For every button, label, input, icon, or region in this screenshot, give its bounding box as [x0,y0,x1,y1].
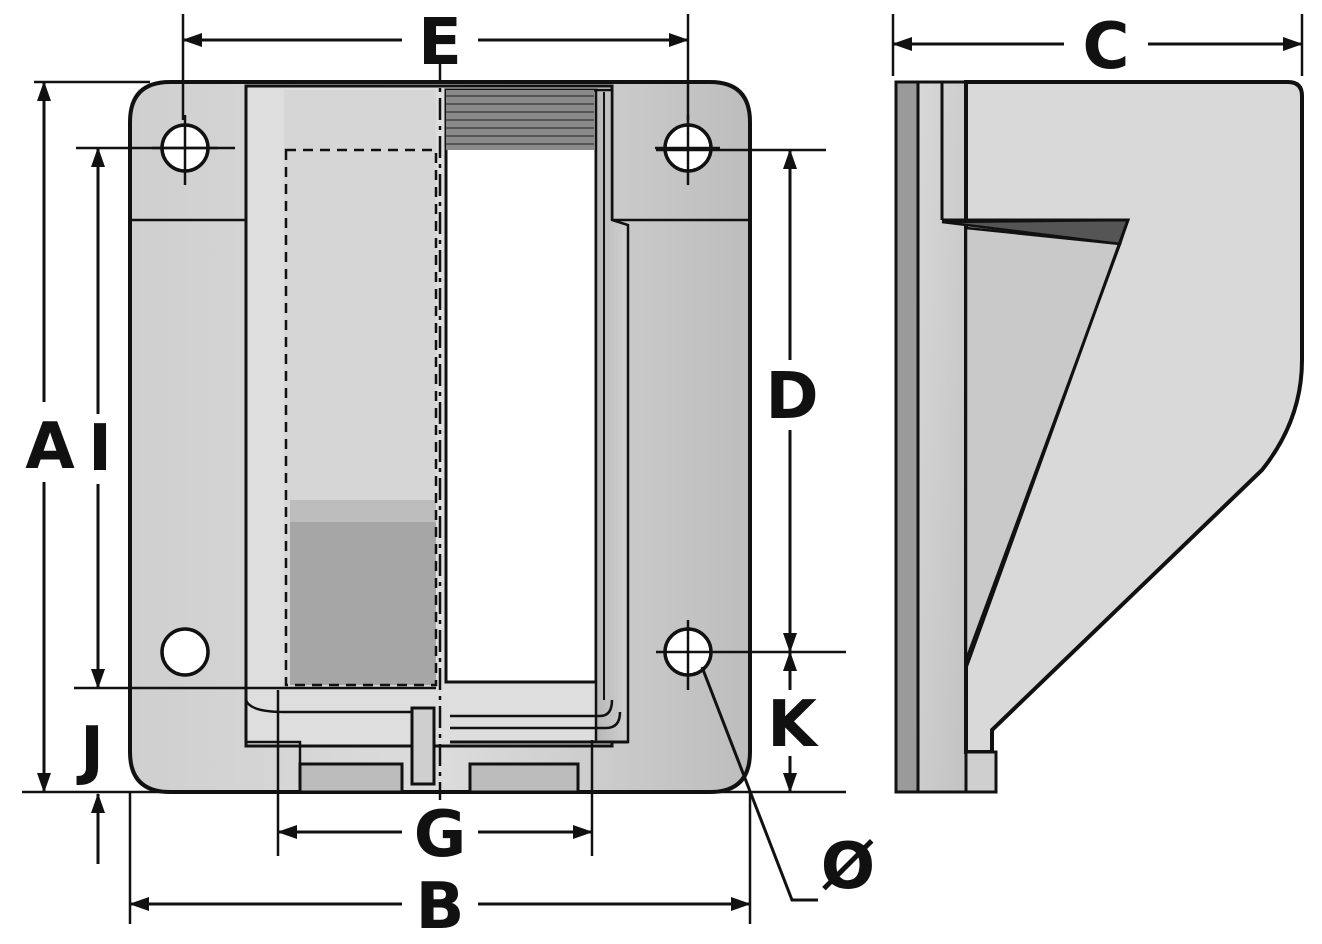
label-c: C [1083,10,1130,84]
dim-diameter-leader [700,666,818,902]
front-bottom-ledge [244,699,412,714]
label-diameter: Ø [821,830,875,904]
label-a: A [25,410,75,484]
mounting-hole-bottom-left [160,627,210,677]
front-inner-shadow-fade [290,500,436,522]
dimension-lines [37,33,1303,911]
label-i: I [88,412,112,486]
front-view [128,60,752,800]
front-bottom-ledge-4 [246,740,302,765]
side-foot [964,750,998,794]
front-foot-right [468,762,580,794]
label-k: K [767,688,819,762]
extension-lines [22,14,1304,924]
label-j: J [76,714,104,788]
front-latch [410,706,436,786]
front-opening [444,88,598,684]
front-ribbed-strip [446,90,594,150]
front-bottom-ledge-2 [450,699,614,718]
label-d: D [765,360,818,434]
front-bottom-ledge-3 [450,711,622,730]
front-inner-shadow [290,520,436,685]
label-e: E [418,6,462,80]
front-hidden-outline [284,148,438,687]
label-b: B [416,870,465,944]
side-view [894,80,1304,794]
side-edge-line [942,218,1131,669]
label-g: G [414,798,467,872]
side-back-plate [894,80,920,794]
dimension-labels: E C A I J D K G B Ø [25,6,1129,944]
front-foot-left [298,762,404,794]
